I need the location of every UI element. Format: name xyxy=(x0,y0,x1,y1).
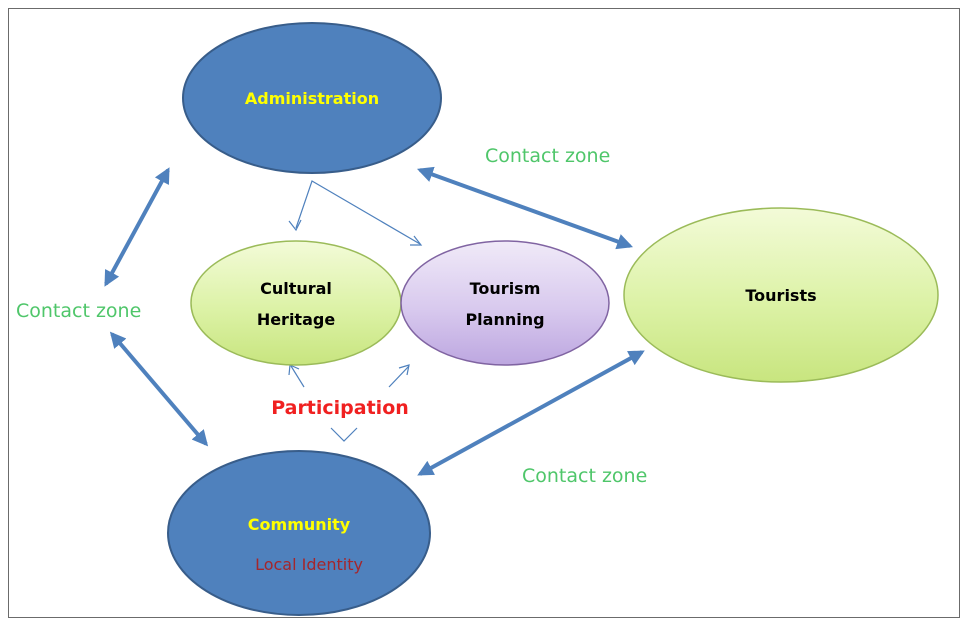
tourists-label: Tourists xyxy=(745,286,816,305)
tourism-planning-label-line2: Planning xyxy=(465,310,544,329)
community-node xyxy=(167,450,431,616)
administration-label: Administration xyxy=(245,89,379,108)
admin-branch-arrowhead-left xyxy=(288,219,302,232)
cultural-heritage-node xyxy=(190,240,402,366)
contact-zone-label-bottom: Contact zone xyxy=(522,465,647,487)
community-label: Community xyxy=(248,515,351,534)
cultural-heritage-label-line2: Heritage xyxy=(257,310,336,329)
local-identity-label: Local Identity xyxy=(255,555,363,574)
cultural-heritage-label-line1: Cultural xyxy=(260,279,332,298)
contact-zone-label-top: Contact zone xyxy=(485,145,610,167)
tourism-planning-node xyxy=(400,240,610,366)
participation-arrowhead-right xyxy=(398,364,410,376)
arrow-admin-tourists xyxy=(416,166,634,250)
tourists-node xyxy=(623,207,939,383)
participation-label: Participation xyxy=(271,397,409,419)
arrow-admin-left xyxy=(104,167,170,287)
administration-node xyxy=(182,22,442,174)
arrow-left-community xyxy=(109,331,209,447)
participation-chevron xyxy=(330,427,358,442)
participation-arrow-right xyxy=(388,365,410,388)
admin-branch-arrowhead-right xyxy=(410,235,423,246)
admin-branch-lines xyxy=(295,180,421,245)
participation-arrow-left xyxy=(290,365,305,388)
tourism-planning-label-line1: Tourism xyxy=(470,279,541,298)
arrow-community-tourists xyxy=(417,350,645,476)
contact-zone-label-left: Contact zone xyxy=(16,300,141,322)
